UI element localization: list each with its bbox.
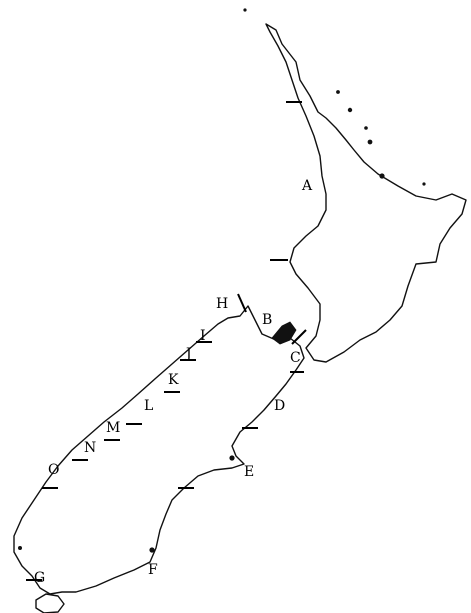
segment-label-i: I bbox=[200, 328, 206, 344]
south-island bbox=[13, 305, 305, 595]
segment-label-k: K bbox=[168, 372, 179, 388]
island-dot bbox=[367, 139, 373, 145]
segment-label-d: D bbox=[274, 398, 285, 414]
segment-label-b: B bbox=[262, 312, 272, 328]
segment-boundary-tick bbox=[237, 293, 247, 313]
north-island bbox=[265, 23, 467, 363]
island-dot bbox=[149, 547, 155, 553]
segment-label-f: F bbox=[148, 562, 158, 578]
segment-label-o: O bbox=[48, 462, 59, 478]
island-dot bbox=[364, 126, 368, 130]
island-dot bbox=[229, 455, 235, 461]
island-dot bbox=[336, 90, 340, 94]
segment-label-g: G bbox=[34, 570, 45, 586]
island-dot bbox=[17, 546, 22, 551]
island-dot bbox=[422, 182, 426, 186]
island-dot bbox=[347, 107, 353, 113]
segment-label-l: L bbox=[144, 398, 153, 414]
segment-label-a: A bbox=[301, 178, 313, 194]
stewart-island bbox=[35, 593, 65, 613]
segment-boundary-tick bbox=[291, 329, 307, 345]
segment-label-c: C bbox=[290, 350, 301, 366]
island-dot bbox=[243, 8, 247, 12]
segment-label-h: H bbox=[216, 296, 228, 312]
island-dot bbox=[379, 173, 385, 179]
marlborough-sounds bbox=[271, 321, 297, 345]
segment-label-m: M bbox=[106, 420, 120, 436]
segment-label-j: J bbox=[184, 346, 192, 362]
segment-label-n: N bbox=[84, 440, 96, 456]
segment-label-e: E bbox=[244, 464, 254, 480]
